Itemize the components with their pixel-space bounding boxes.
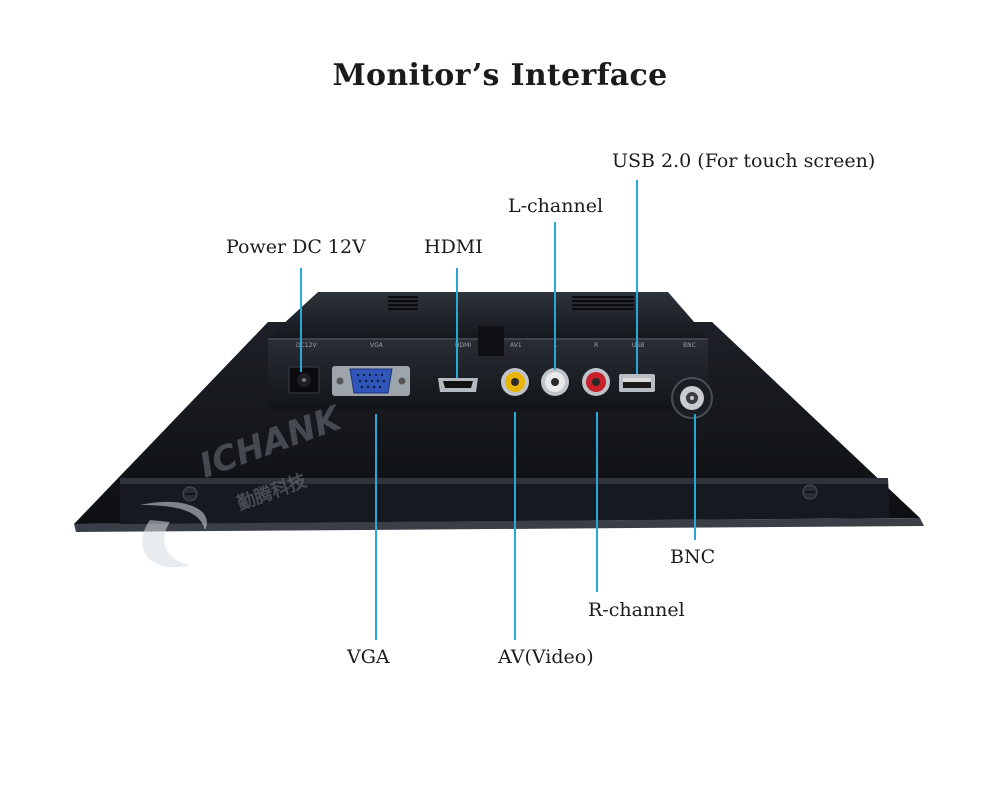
label-hdmi: HDMI — [424, 236, 483, 258]
dc-power-port — [288, 366, 320, 394]
label-r-channel: R-channel — [588, 599, 685, 621]
r-channel-rca-port — [582, 368, 610, 396]
marking-usb: USB — [632, 342, 644, 349]
marking-av1: AV1 — [510, 342, 522, 349]
label-l-channel: L-channel — [508, 195, 604, 217]
page-title: Monitor’s Interface — [332, 58, 668, 93]
marking-dc: DC12V — [296, 342, 317, 349]
screw-right — [802, 484, 818, 500]
label-bnc: BNC — [670, 546, 716, 568]
l-channel-rca-port — [541, 368, 569, 396]
av-video-rca-port — [501, 368, 529, 396]
label-vga: VGA — [347, 646, 390, 668]
marking-r: R — [594, 342, 598, 349]
bnc-port — [671, 377, 713, 419]
usb-port — [619, 374, 655, 392]
label-usb: USB 2.0 (For touch screen) — [612, 150, 876, 172]
hdmi-port — [438, 378, 478, 392]
screw-left — [182, 486, 198, 502]
vga-port — [332, 366, 410, 396]
marking-hdmi: HDMI — [455, 342, 471, 349]
marking-bnc: BNC — [683, 342, 696, 349]
label-av-video: AV(Video) — [498, 646, 594, 668]
label-power-dc: Power DC 12V — [226, 236, 366, 258]
marking-vga: VGA — [370, 342, 384, 349]
